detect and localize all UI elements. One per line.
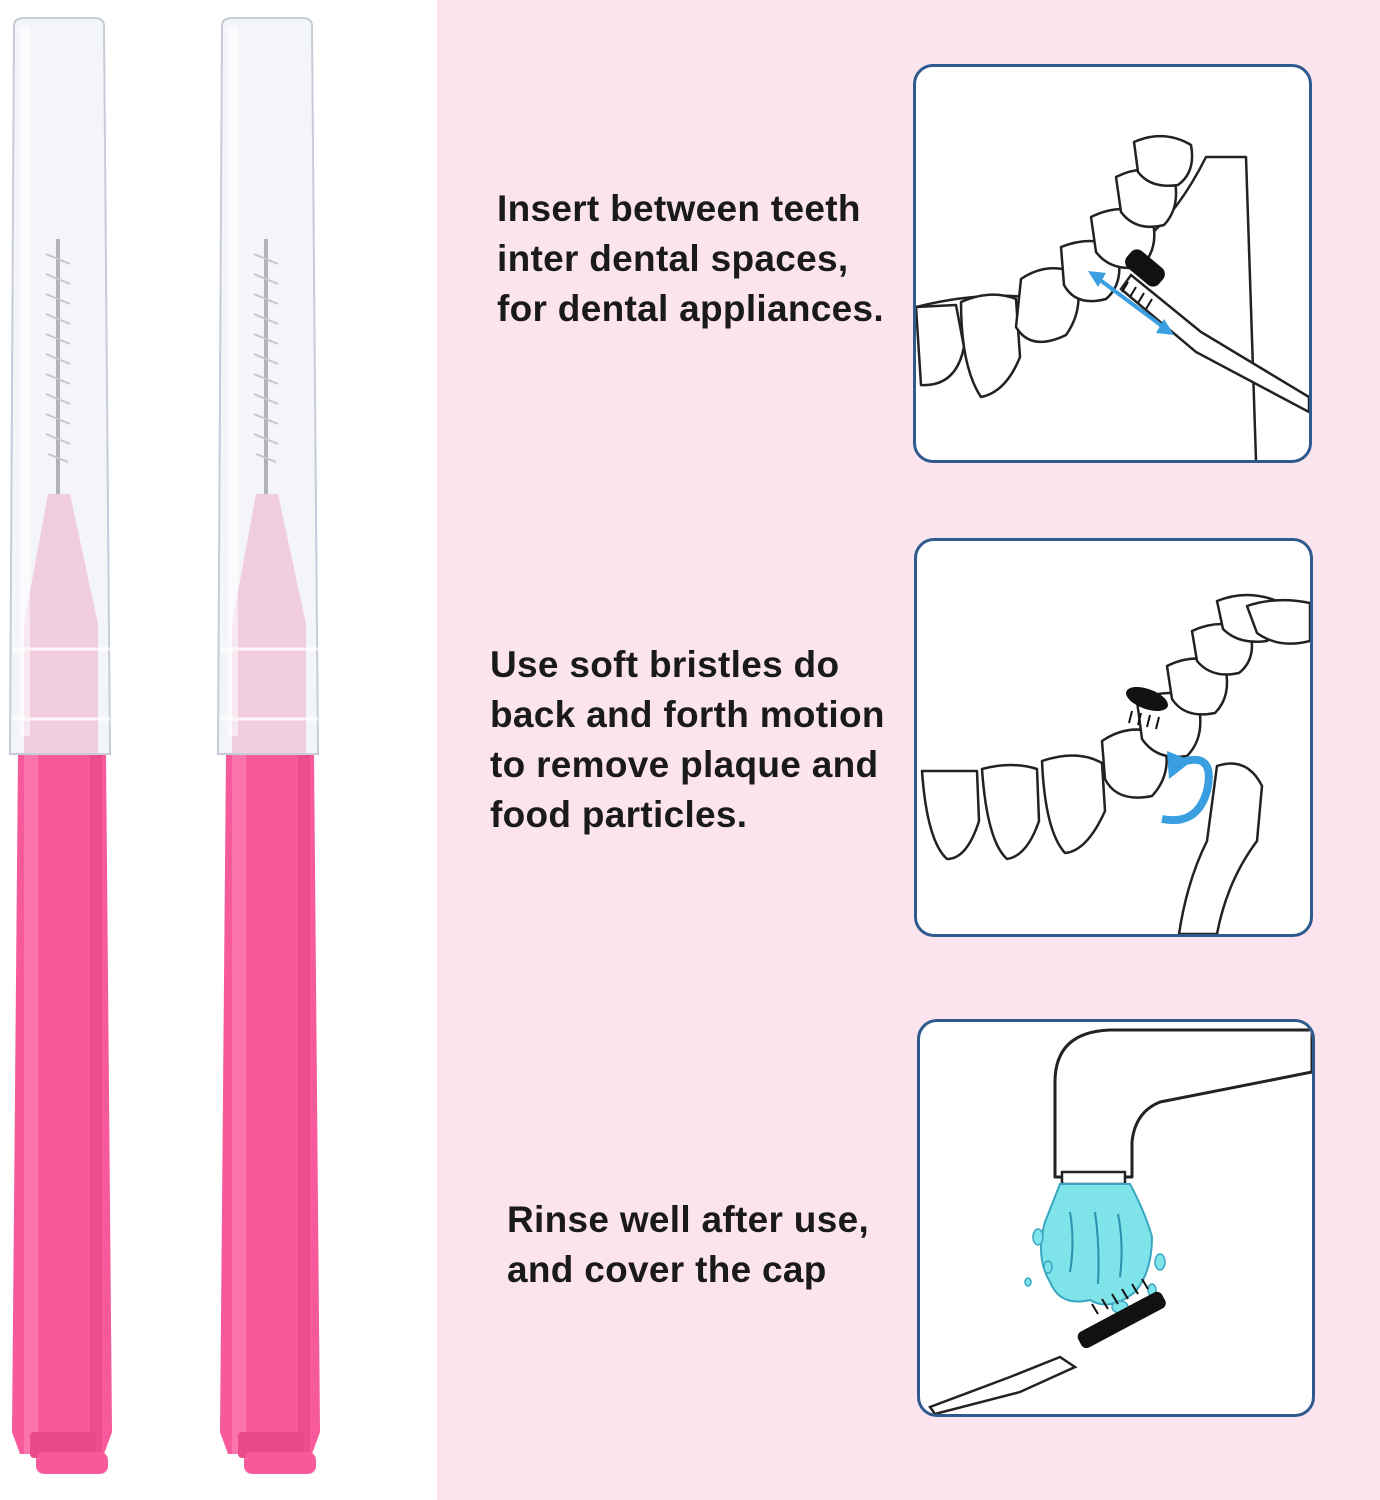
back-forth-motion-card	[914, 538, 1313, 937]
step-1-text: Insert between teeth inter dental spaces…	[497, 188, 884, 329]
rinse-under-tap-card	[917, 1019, 1315, 1417]
step-3-text: Rinse well after use, and cover the cap	[507, 1199, 870, 1290]
product-image-panel	[0, 0, 437, 1500]
interdental-insertion-card	[913, 64, 1312, 463]
step-2-text: Use soft bristles do back and forth moti…	[490, 644, 885, 835]
back-forth-motion-icon	[920, 593, 1310, 934]
interdental-brush	[6, 14, 116, 1484]
rinse-under-tap-icon	[928, 1028, 1312, 1414]
interdental-brush	[214, 14, 324, 1484]
interdental-insertion-icon	[916, 135, 1309, 460]
